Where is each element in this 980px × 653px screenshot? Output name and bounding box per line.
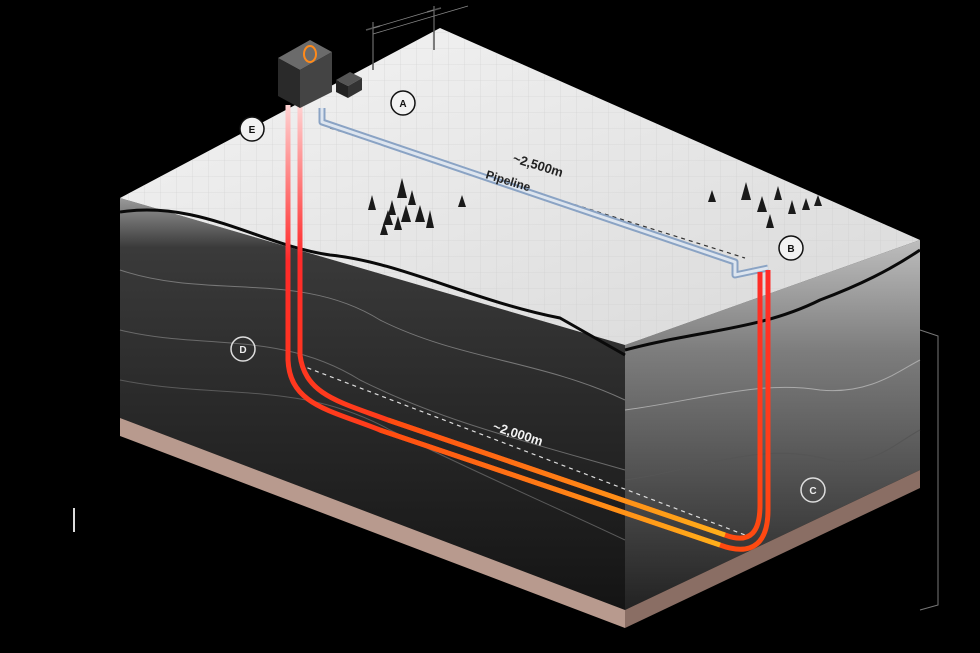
marker-e: E <box>239 116 265 142</box>
marker-a: A <box>390 90 416 116</box>
strata-line <box>119 208 626 357</box>
bedrock-base-side <box>625 470 920 628</box>
strata-line <box>119 329 626 471</box>
depth-dimension-line <box>919 329 939 611</box>
bedrock-base <box>120 418 625 628</box>
marker-c: C <box>800 477 826 503</box>
strata-line <box>624 359 921 411</box>
svg-text:A: A <box>399 99 406 110</box>
svg-text:B: B <box>787 244 794 255</box>
marker-b: B <box>778 235 804 261</box>
strata-line <box>119 379 626 541</box>
power-plant-building-icon <box>278 40 362 108</box>
marker-d: D <box>230 336 256 362</box>
surface-pipeline-inner <box>320 108 769 277</box>
block-front-face <box>120 198 625 610</box>
tree-icon <box>368 178 822 235</box>
strata-line <box>119 269 626 401</box>
strata-line <box>624 429 921 481</box>
svg-text:D: D <box>239 345 246 356</box>
strata-line <box>624 248 921 352</box>
closed-loop-well <box>285 105 771 552</box>
svg-text:C: C <box>809 486 816 497</box>
svg-text:E: E <box>249 125 256 136</box>
power-pole-icon <box>365 5 469 70</box>
